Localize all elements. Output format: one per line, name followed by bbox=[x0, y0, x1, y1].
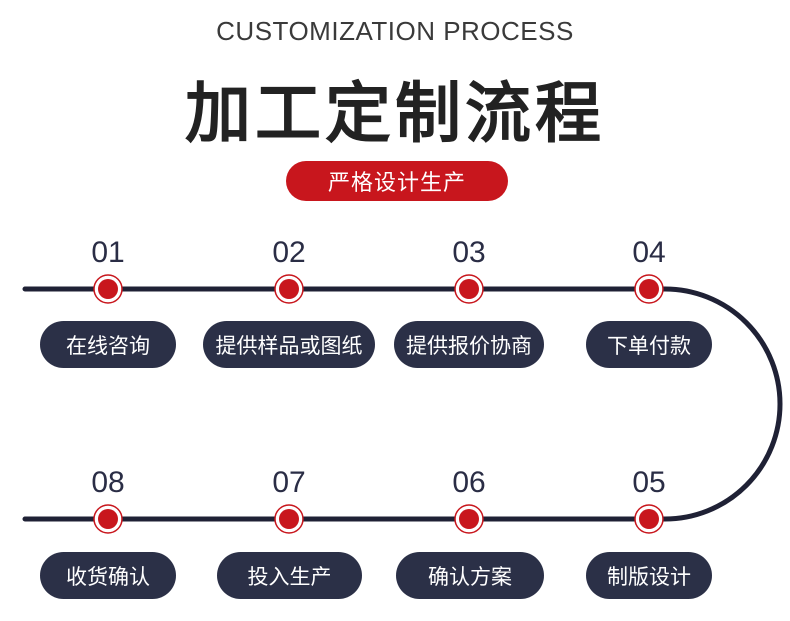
step-label-07: 投入生产 bbox=[217, 552, 362, 599]
step-node-dot-02 bbox=[279, 279, 299, 299]
tagline-badge: 严格设计生产 bbox=[286, 161, 508, 201]
step-node-dot-07 bbox=[279, 509, 299, 529]
step-label-06: 确认方案 bbox=[396, 552, 544, 599]
step-number-07: 07 bbox=[272, 466, 306, 499]
step-label-08: 收货确认 bbox=[40, 552, 176, 599]
step-number-04: 04 bbox=[632, 236, 666, 269]
step-label-05: 制版设计 bbox=[586, 552, 712, 599]
step-node-dot-01 bbox=[98, 279, 118, 299]
step-node-dot-05 bbox=[639, 509, 659, 529]
step-label-03: 提供报价协商 bbox=[394, 321, 544, 368]
step-number-08: 08 bbox=[91, 466, 125, 499]
step-number-01: 01 bbox=[91, 236, 125, 269]
step-node-dot-03 bbox=[459, 279, 479, 299]
step-label-04: 下单付款 bbox=[586, 321, 712, 368]
step-label-02: 提供样品或图纸 bbox=[203, 321, 375, 368]
step-node-dot-08 bbox=[98, 509, 118, 529]
step-number-03: 03 bbox=[452, 236, 486, 269]
step-number-02: 02 bbox=[272, 236, 306, 269]
step-number-05: 05 bbox=[632, 466, 666, 499]
step-node-dot-04 bbox=[639, 279, 659, 299]
step-label-01: 在线咨询 bbox=[40, 321, 176, 368]
step-node-dot-06 bbox=[459, 509, 479, 529]
subtitle-english: CUSTOMIZATION PROCESS bbox=[216, 16, 574, 46]
step-number-06: 06 bbox=[452, 466, 486, 499]
page-title: 加工定制流程 bbox=[185, 75, 605, 152]
